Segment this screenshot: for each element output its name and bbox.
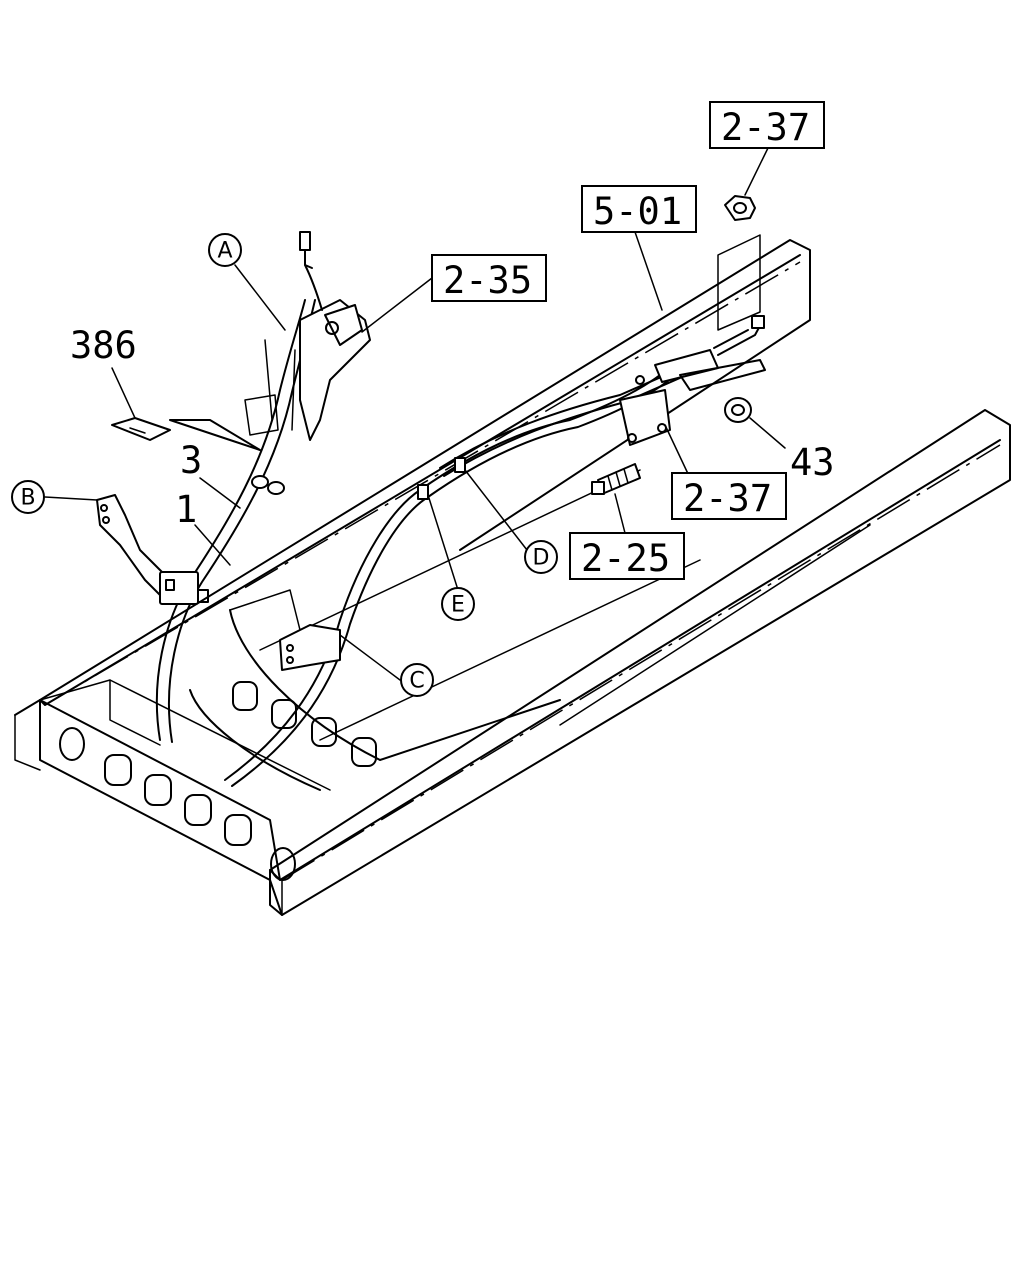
bracket-b xyxy=(96,494,209,605)
callout-d: D xyxy=(524,540,558,574)
ref-box-5-01: 5-01 xyxy=(581,185,697,233)
leader-lines xyxy=(44,147,786,681)
ref-label: 2-35 xyxy=(443,259,532,302)
ref-label: 2-37 xyxy=(721,106,810,149)
part-number-3: 3 xyxy=(180,439,202,482)
bolt-2-25 xyxy=(591,463,641,495)
ref-box-2-25: 2-25 xyxy=(569,532,685,580)
cable-clips xyxy=(251,457,466,500)
callout-b: B xyxy=(11,480,45,514)
callout-letter: A xyxy=(217,239,232,264)
callout-a: A xyxy=(208,233,242,267)
ref-label: 2-37 xyxy=(683,477,772,520)
ref-box-2-35: 2-35 xyxy=(431,254,547,302)
part-number-386: 386 xyxy=(70,324,137,367)
chassis-frame xyxy=(14,239,1011,916)
callout-letter: B xyxy=(20,486,35,511)
nut-43 xyxy=(724,397,752,423)
callout-letter: E xyxy=(451,593,465,618)
callout-letter: C xyxy=(409,669,424,694)
callout-e: E xyxy=(441,587,475,621)
part-number-1: 1 xyxy=(175,488,197,531)
ref-label: 5-01 xyxy=(593,190,682,233)
ref-box-2-37-right: 2-37 xyxy=(671,472,787,520)
bracket-c xyxy=(279,624,341,671)
nut-2-37-top xyxy=(717,195,761,331)
part-number-43: 43 xyxy=(790,441,835,484)
callout-letter: D xyxy=(533,546,550,571)
frame-holes xyxy=(59,681,377,881)
ref-box-2-37-top: 2-37 xyxy=(709,101,825,149)
ref-label: 2-25 xyxy=(581,537,670,580)
equalizer-assembly xyxy=(619,315,766,446)
parking-lever-assembly xyxy=(244,231,371,441)
bracket-386 xyxy=(111,417,261,451)
callout-c: C xyxy=(400,663,434,697)
